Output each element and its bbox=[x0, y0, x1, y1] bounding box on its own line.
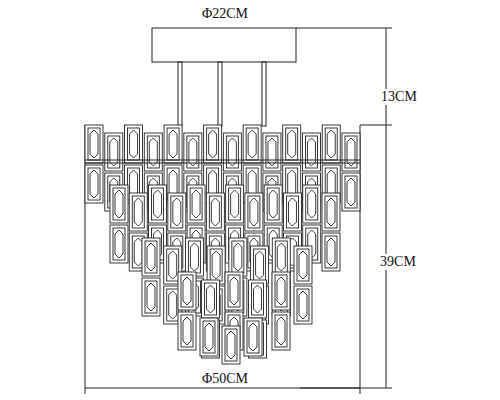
crystal-pendant bbox=[283, 193, 301, 231]
crystal-pendant bbox=[164, 125, 182, 163]
crystal-pendant bbox=[251, 246, 269, 284]
crystal-pendant bbox=[144, 133, 162, 171]
crystal-pendant bbox=[200, 318, 218, 356]
crystal-pendant bbox=[85, 125, 103, 163]
suspension-rod bbox=[178, 62, 182, 126]
crystal-pendant bbox=[105, 133, 123, 171]
crystal-pendant bbox=[110, 185, 128, 223]
suspension-rod bbox=[218, 62, 222, 126]
crystal-pendant bbox=[229, 238, 247, 276]
crystal-pendant bbox=[178, 272, 196, 310]
crystal-pendant bbox=[129, 193, 147, 231]
crystal-pendant bbox=[283, 125, 301, 163]
crystal-pendant bbox=[302, 133, 320, 171]
crystal-pendant bbox=[243, 125, 261, 163]
crystal-pendant bbox=[142, 238, 160, 276]
crystal-pendant bbox=[185, 238, 203, 276]
crystal-pendant bbox=[187, 185, 205, 223]
crystal-pendant bbox=[142, 278, 160, 316]
frame-ring bbox=[85, 159, 360, 160]
crystal-pendant bbox=[149, 185, 167, 223]
crystal-pendant bbox=[244, 318, 262, 356]
crystal-pendant bbox=[322, 233, 340, 271]
crystal-pendant bbox=[272, 312, 290, 350]
crystal-pendant bbox=[206, 193, 224, 231]
frame-ring bbox=[85, 162, 360, 163]
dimension-label: Φ50CM bbox=[200, 371, 250, 387]
dimension-line bbox=[386, 28, 387, 388]
suspension-rod bbox=[262, 62, 266, 126]
crystal-pendant bbox=[272, 238, 290, 276]
extension-line bbox=[296, 28, 392, 29]
dimension-label: Φ22CM bbox=[200, 6, 250, 22]
crystal-pendant bbox=[249, 280, 267, 318]
dimension-line bbox=[85, 388, 360, 389]
extension-line bbox=[360, 125, 392, 126]
crystal-pendant bbox=[342, 173, 360, 211]
crystal-pendant bbox=[264, 185, 282, 223]
crystal-pendant bbox=[225, 272, 243, 310]
crystal-pendant bbox=[125, 125, 143, 163]
canopy bbox=[152, 28, 296, 62]
crystal-pendant bbox=[178, 312, 196, 350]
dimension-label: 39CM bbox=[378, 254, 418, 270]
crystal-pendant bbox=[322, 125, 340, 163]
crystal-pendant bbox=[294, 286, 312, 324]
crystal-pendant bbox=[168, 193, 186, 231]
crystal-pendant bbox=[207, 246, 225, 284]
dimension-label: 13CM bbox=[379, 89, 419, 105]
crystal-pendant bbox=[245, 193, 263, 231]
crystal-pendant bbox=[294, 246, 312, 284]
crystal-pendant bbox=[85, 165, 103, 203]
crystal-pendant bbox=[223, 133, 241, 171]
crystal-pendant bbox=[204, 125, 222, 163]
crystal-pendant bbox=[342, 133, 360, 171]
crystal-pendant bbox=[184, 133, 202, 171]
crystal-pendant bbox=[202, 280, 220, 318]
crystal-pendant bbox=[272, 272, 290, 310]
crystal-pendant bbox=[222, 326, 240, 364]
crystal-pendant bbox=[110, 225, 128, 263]
crystal-pendant bbox=[263, 133, 281, 171]
crystal-pendant bbox=[303, 185, 321, 223]
crystal-pendant bbox=[226, 185, 244, 223]
crystal-pendant bbox=[322, 193, 340, 231]
